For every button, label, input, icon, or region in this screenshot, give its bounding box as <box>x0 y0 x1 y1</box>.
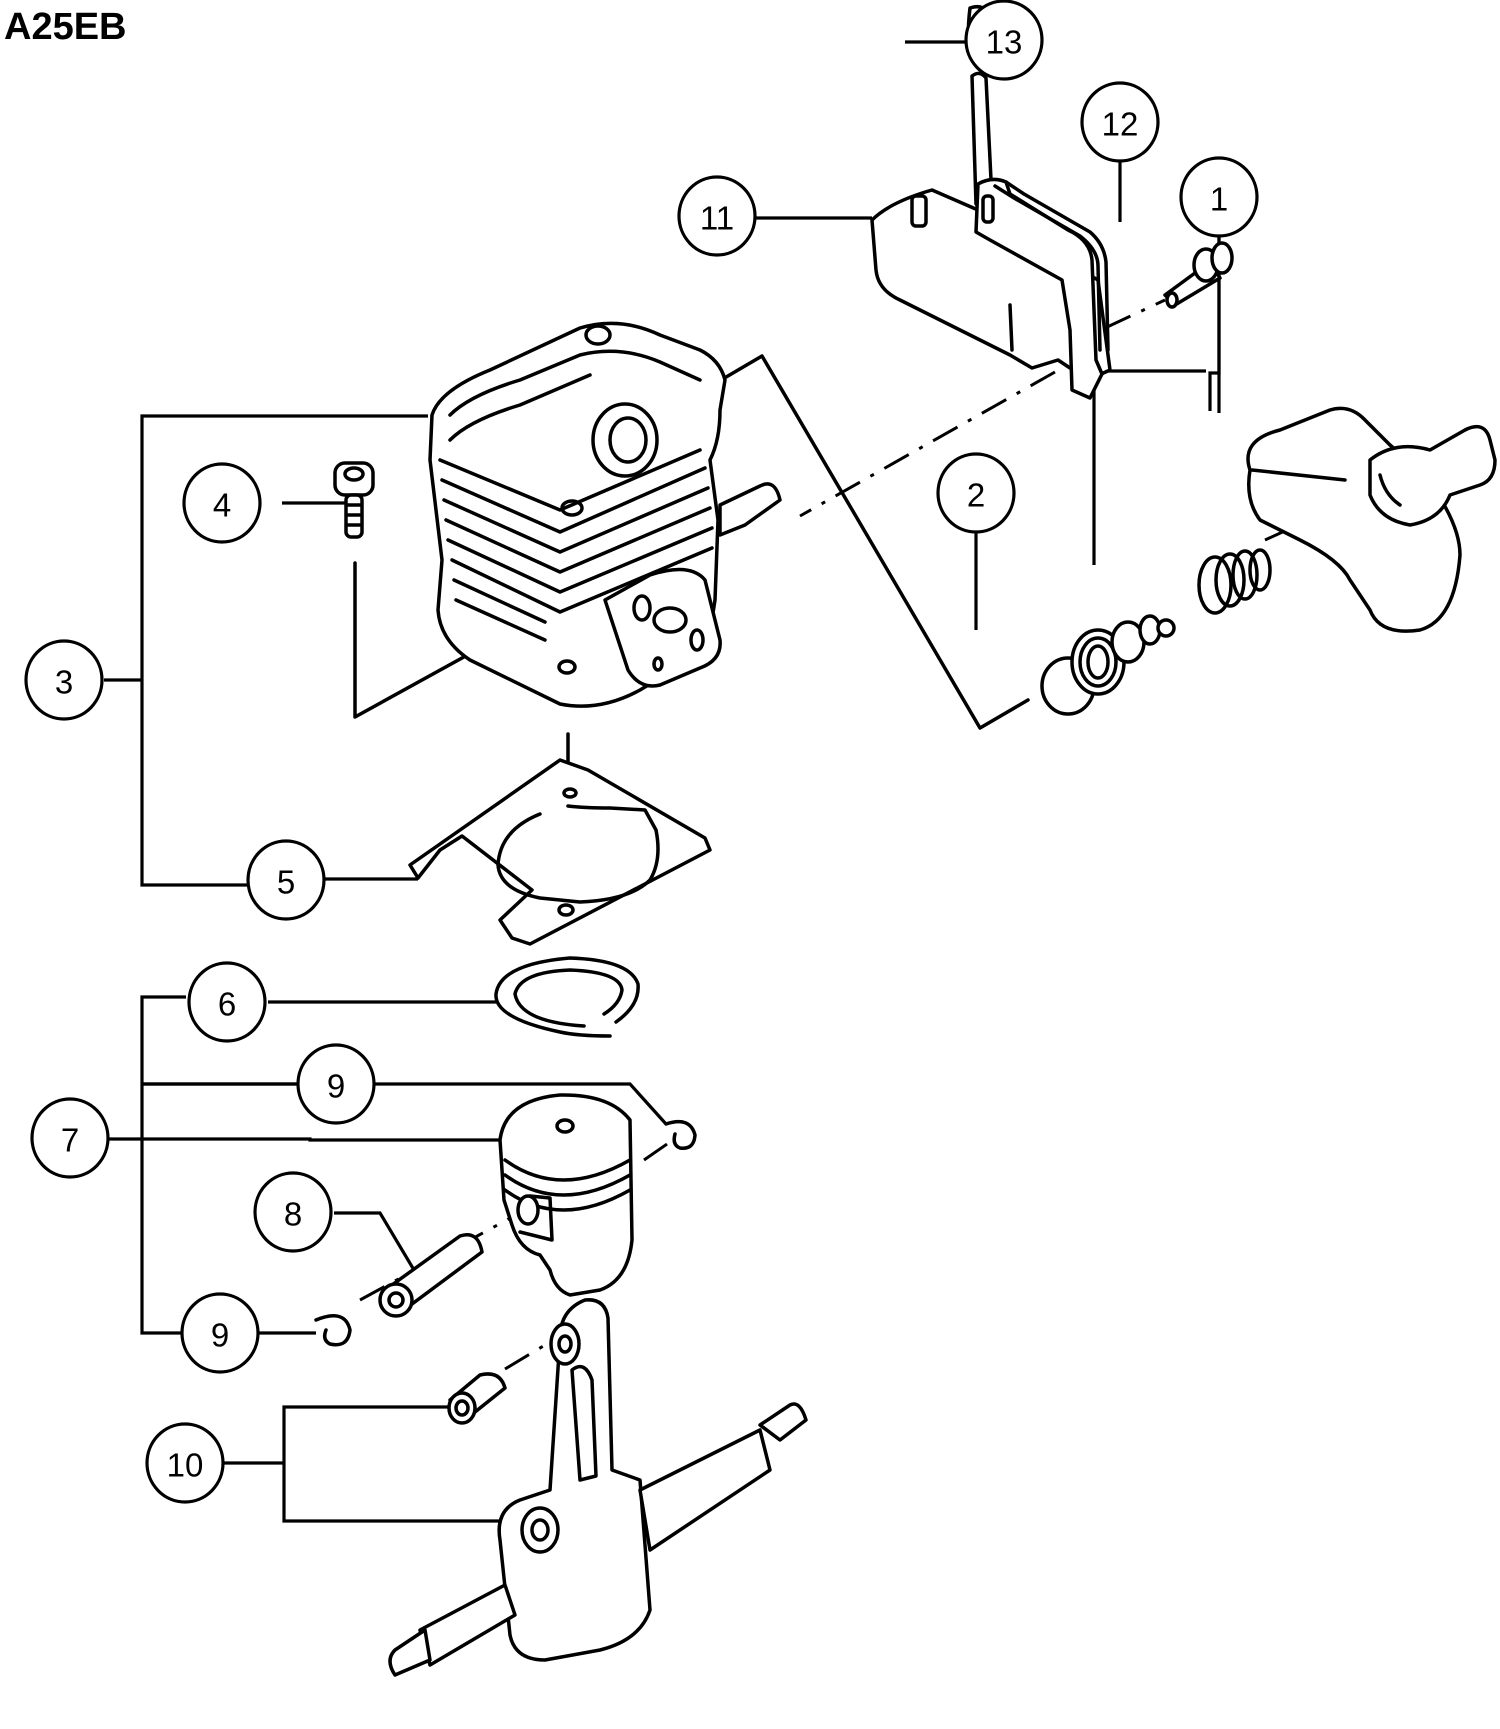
spring-part <box>1197 548 1272 615</box>
callout-3: 3 <box>24 639 104 721</box>
callout-circle <box>246 839 326 921</box>
circlip-upper-part <box>664 1119 697 1150</box>
cylinder-bolt-part <box>333 461 375 539</box>
callout-number: 3 <box>55 664 73 701</box>
leader-7 <box>108 1137 500 1142</box>
leader-3-bracket <box>140 414 428 887</box>
callout-5: 5 <box>246 839 326 921</box>
callout-number: 2 <box>967 477 985 514</box>
callout-circle <box>677 175 757 257</box>
piston-pin-part <box>378 1233 484 1318</box>
callout-circle <box>145 1422 225 1504</box>
callout-number: 9 <box>327 1068 345 1105</box>
callout-circle <box>180 1292 260 1374</box>
circlip-lower-part <box>314 1314 352 1347</box>
callout-circle <box>253 1171 333 1253</box>
callout-number: 13 <box>986 24 1023 61</box>
leader-9-upper-right <box>375 1082 668 1126</box>
bearing-part <box>447 1372 507 1425</box>
callout-number: 7 <box>61 1122 79 1159</box>
callout-number: 1 <box>1210 181 1228 218</box>
callout-11: 11 <box>677 175 757 257</box>
callout-number: 10 <box>167 1447 204 1484</box>
callout-circle <box>1179 156 1259 238</box>
callout-4: 4 <box>182 462 262 544</box>
piston-ring-part <box>494 956 640 1038</box>
crankshaft-part <box>388 1298 808 1677</box>
muffler-bolt-part <box>1163 241 1234 309</box>
air-filter-housing-part <box>1246 406 1497 633</box>
callout-number: 11 <box>700 200 734 237</box>
callout-8: 8 <box>253 1171 333 1253</box>
callout-2: 2 <box>936 452 1016 534</box>
callout-circle <box>936 452 1016 534</box>
callout-6: 6 <box>187 961 267 1043</box>
air-filter-axis <box>1264 513 1321 542</box>
callout-9: 9 <box>296 1043 376 1125</box>
callout-circle <box>30 1097 110 1179</box>
leader-10-bracket <box>282 1405 500 1523</box>
muffler-bolt-axis <box>1104 298 1166 330</box>
callout-number: 12 <box>1102 106 1139 143</box>
piston-part <box>498 1093 634 1297</box>
callout-circle <box>24 639 104 721</box>
leader-lines <box>104 40 1221 1523</box>
callout-circle <box>182 462 262 544</box>
leader-8 <box>334 1211 416 1271</box>
callout-circle <box>1080 81 1160 163</box>
cylinder-part <box>428 321 782 708</box>
callout-number: 5 <box>277 864 295 901</box>
callout-1: 1 <box>1179 156 1259 238</box>
callout-13: 13 <box>964 0 1044 81</box>
circlip-axis <box>643 1140 671 1162</box>
callout-number: 4 <box>213 487 231 524</box>
leader-1-branch <box>1092 369 1206 565</box>
callout-circle <box>964 0 1044 81</box>
callout-10: 10 <box>145 1422 225 1504</box>
callout-7: 7 <box>30 1097 110 1179</box>
muffler-part <box>870 71 1112 400</box>
diagram-title: A25EB <box>4 6 127 48</box>
leader-679-bracket <box>140 995 186 1335</box>
callout-number: 6 <box>218 986 236 1023</box>
callout-circle <box>187 961 267 1043</box>
cylinder-gasket-part <box>408 758 712 946</box>
callout-number: 9 <box>211 1317 229 1354</box>
muffler-to-cylinder-axis <box>799 370 1056 518</box>
callout-9: 9 <box>180 1292 260 1374</box>
callout-number: 8 <box>284 1196 302 1233</box>
callout-circle <box>296 1043 376 1125</box>
callout-12: 12 <box>1080 81 1160 163</box>
spark-plug-part <box>1040 614 1176 716</box>
